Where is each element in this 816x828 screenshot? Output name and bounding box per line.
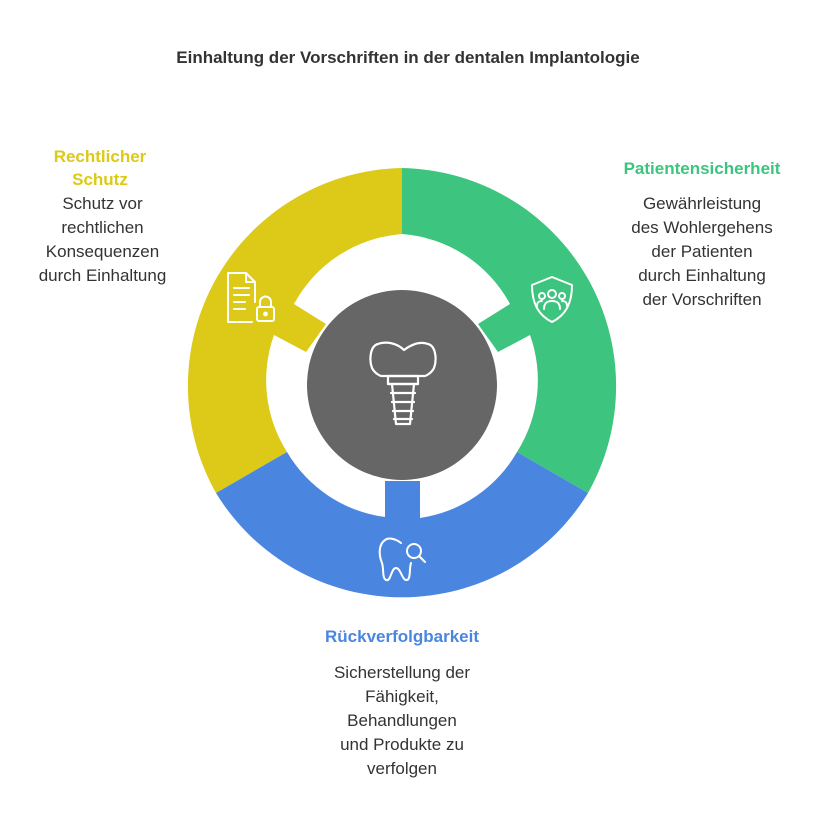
segment-legal-protection bbox=[187, 168, 402, 493]
label-patient-title: Patientensicherheit bbox=[598, 157, 806, 180]
segment-traceability bbox=[216, 452, 588, 598]
label-trace-desc-line-5: verfolgen bbox=[367, 759, 437, 778]
label-patient-desc-line-4: durch Einhaltung bbox=[638, 266, 766, 285]
label-patient-desc-line-3: der Patienten bbox=[651, 242, 753, 261]
label-patient-desc-line-2: des Wohlergehens bbox=[631, 218, 773, 237]
label-legal-title-line-1: Rechtlicher bbox=[53, 147, 147, 166]
label-patient-description: Gewährleistung des Wohlergehens der Pati… bbox=[608, 192, 796, 312]
label-legal-desc-line-4: durch Einhaltung bbox=[38, 266, 167, 285]
label-trace-desc-line-2: Fähigkeit, bbox=[365, 687, 439, 706]
dental-implant-icon bbox=[369, 341, 437, 426]
label-trace-desc-line-1: Sicherstellung der bbox=[333, 663, 471, 682]
label-legal-title-line-2: Schutz bbox=[72, 170, 128, 189]
label-legal-desc-line-1: Schutz vor bbox=[62, 194, 143, 213]
label-trace-desc-line-3: Behandlungen bbox=[347, 711, 457, 730]
label-legal-desc-line-2: rechtlichen bbox=[61, 218, 144, 237]
label-trace-title-line-1: Rückverfolgbarkeit bbox=[325, 627, 479, 646]
label-trace-desc-line-4: und Produkte zu bbox=[340, 735, 464, 754]
label-legal-title: Rechtlicher Schutz bbox=[30, 145, 170, 191]
diagram-title: Einhaltung der Vorschriften in der denta… bbox=[176, 48, 640, 67]
label-trace-description: Sicherstellung der Fähigkeit, Behandlung… bbox=[302, 661, 502, 781]
label-legal-description: Schutz vor rechtlichen Konsequenzen durc… bbox=[20, 192, 185, 288]
label-trace-title: Rückverfolgbarkeit bbox=[297, 625, 507, 648]
label-patient-title-line-1: Patientensicherheit bbox=[623, 159, 781, 178]
patient-group-shield-icon bbox=[531, 276, 573, 323]
tooth-search-icon bbox=[378, 537, 426, 582]
label-patient-desc-line-5: der Vorschriften bbox=[642, 290, 762, 309]
label-legal-desc-line-3: Konsequenzen bbox=[45, 242, 160, 261]
label-patient-desc-line-1: Gewährleistung bbox=[642, 194, 762, 213]
segment-patient-safety bbox=[402, 168, 617, 493]
document-lock-icon bbox=[227, 272, 275, 323]
